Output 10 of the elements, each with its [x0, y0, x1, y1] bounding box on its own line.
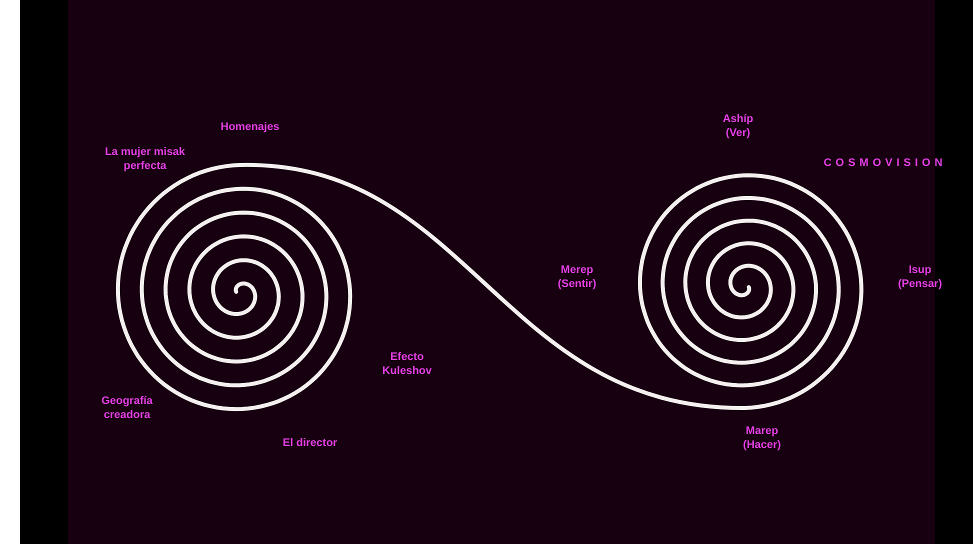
- term-label: Homenajes: [220, 120, 280, 134]
- term-label: Isup (Pensar): [896, 263, 944, 291]
- term-label: La mujer misak perfecta: [104, 145, 186, 173]
- term-label: Efecto Kuleshov: [381, 350, 433, 378]
- term-label: Marep (Hacer): [742, 424, 782, 452]
- term-label: Merep (Sentir): [556, 263, 598, 291]
- term-label: Ashíp (Ver): [722, 112, 754, 140]
- term-label: Geografía creadora: [100, 394, 154, 422]
- title-label: COSMOVISION: [824, 156, 946, 170]
- term-label: El director: [282, 436, 338, 450]
